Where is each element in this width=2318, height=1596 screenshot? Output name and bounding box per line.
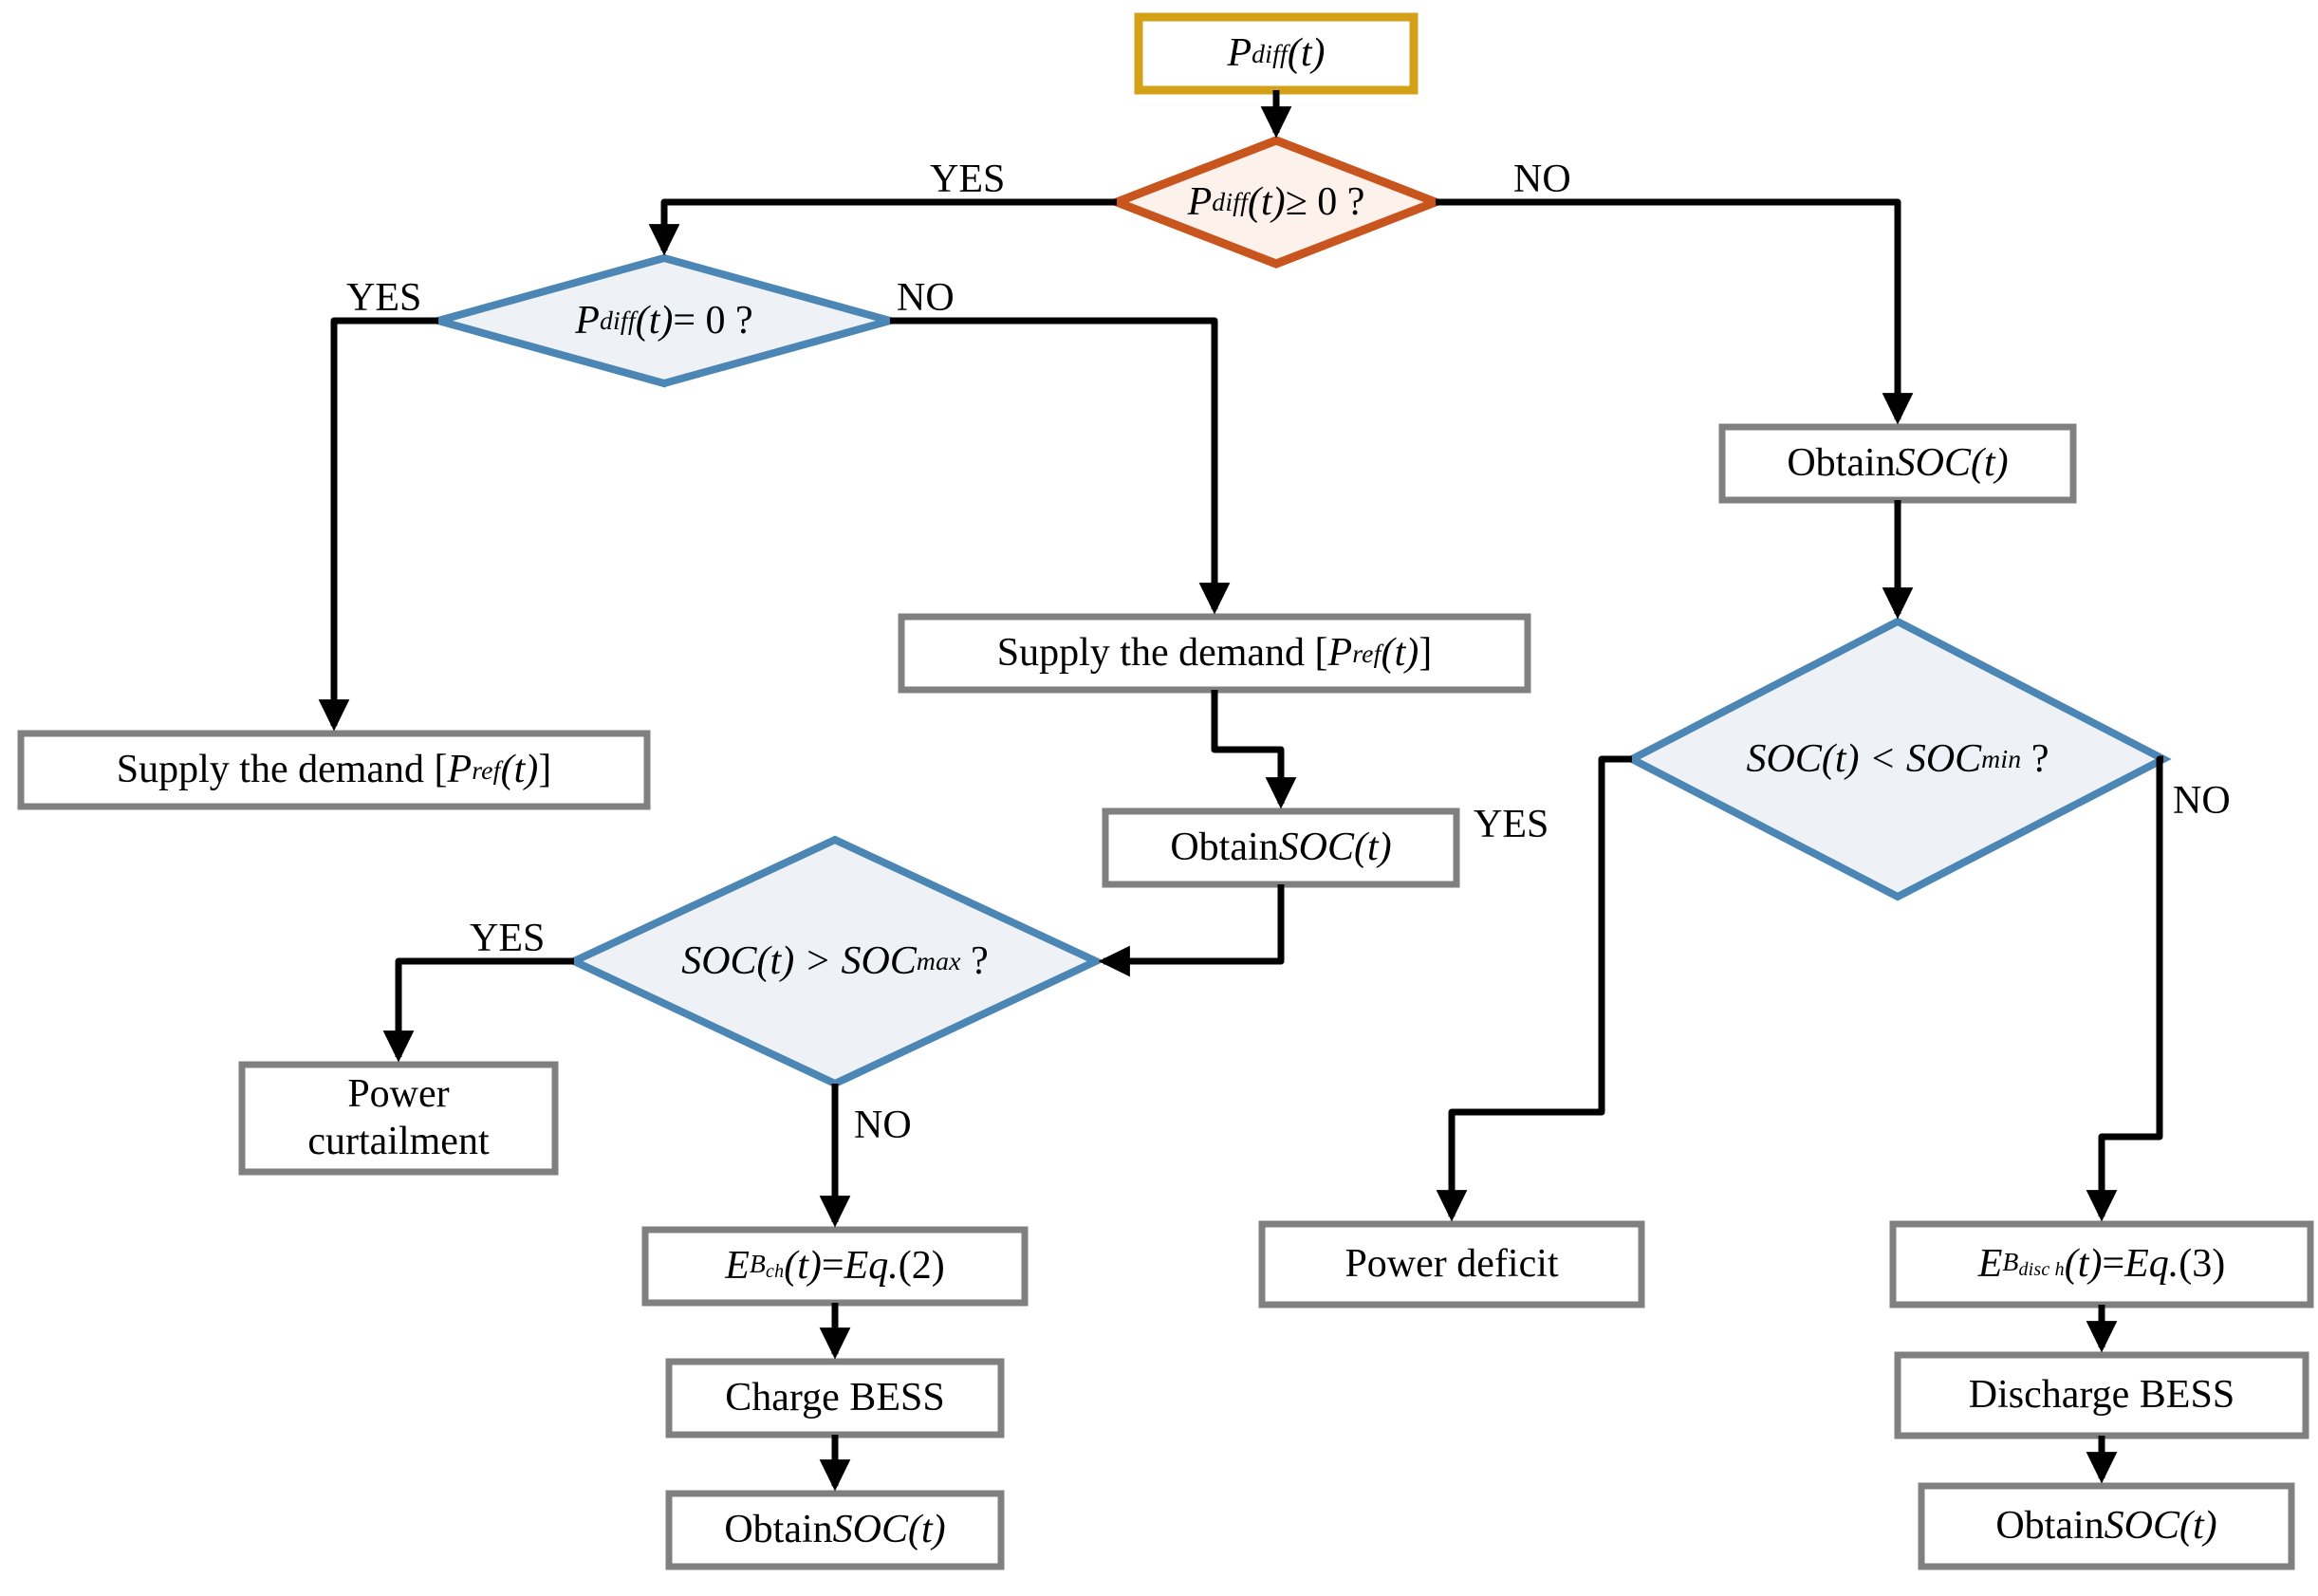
connector-dec2-yes-to-supply-left — [318, 317, 438, 732]
connector-dec-soc-min-yes-to-power-deficit — [1436, 755, 1632, 1222]
connector-supply-mid-to-obtain-soc-mid — [1211, 690, 1297, 809]
node-start-shape — [1134, 12, 1419, 95]
connector-obtain-soc-mid-to-dec-soc-max — [1098, 884, 1285, 977]
node-eq-charge-shape — [641, 1226, 1029, 1307]
node-obtain-soc-ch-shape — [665, 1490, 1005, 1570]
connector-dec-soc-min-no-to-eq-discharge — [2086, 755, 2163, 1222]
node-dec-soc-min-shape — [1623, 617, 2172, 901]
node-charge-bess-shape — [665, 1358, 1005, 1438]
connector-dec1-no-to-obtain-soc-right — [1436, 198, 1914, 425]
connector-dec2-no-to-supply-mid — [890, 317, 1231, 615]
connector-dec1-yes-to-dec2 — [648, 198, 1117, 256]
node-dec-pdiff-ge0-shape — [1104, 136, 1448, 269]
node-discharge-bess-shape — [1894, 1351, 2309, 1439]
node-eq-discharge-shape — [1889, 1220, 2314, 1308]
node-obtain-soc-disch-shape — [1918, 1482, 2295, 1570]
node-obtain-soc-mid-shape — [1102, 807, 1460, 888]
node-power-deficit-shape — [1258, 1220, 1645, 1308]
node-obtain-soc-right-shape — [1718, 423, 2077, 504]
connector-dec-soc-max-yes-to-curtail — [382, 957, 574, 1063]
node-power-curtail-shape — [238, 1061, 559, 1176]
node-supply-left-shape — [17, 730, 651, 810]
node-supply-mid-shape — [898, 613, 1531, 694]
node-dec-pdiff-eq0-shape-full — [424, 253, 904, 388]
node-dec-soc-max-shape — [565, 835, 1105, 1088]
